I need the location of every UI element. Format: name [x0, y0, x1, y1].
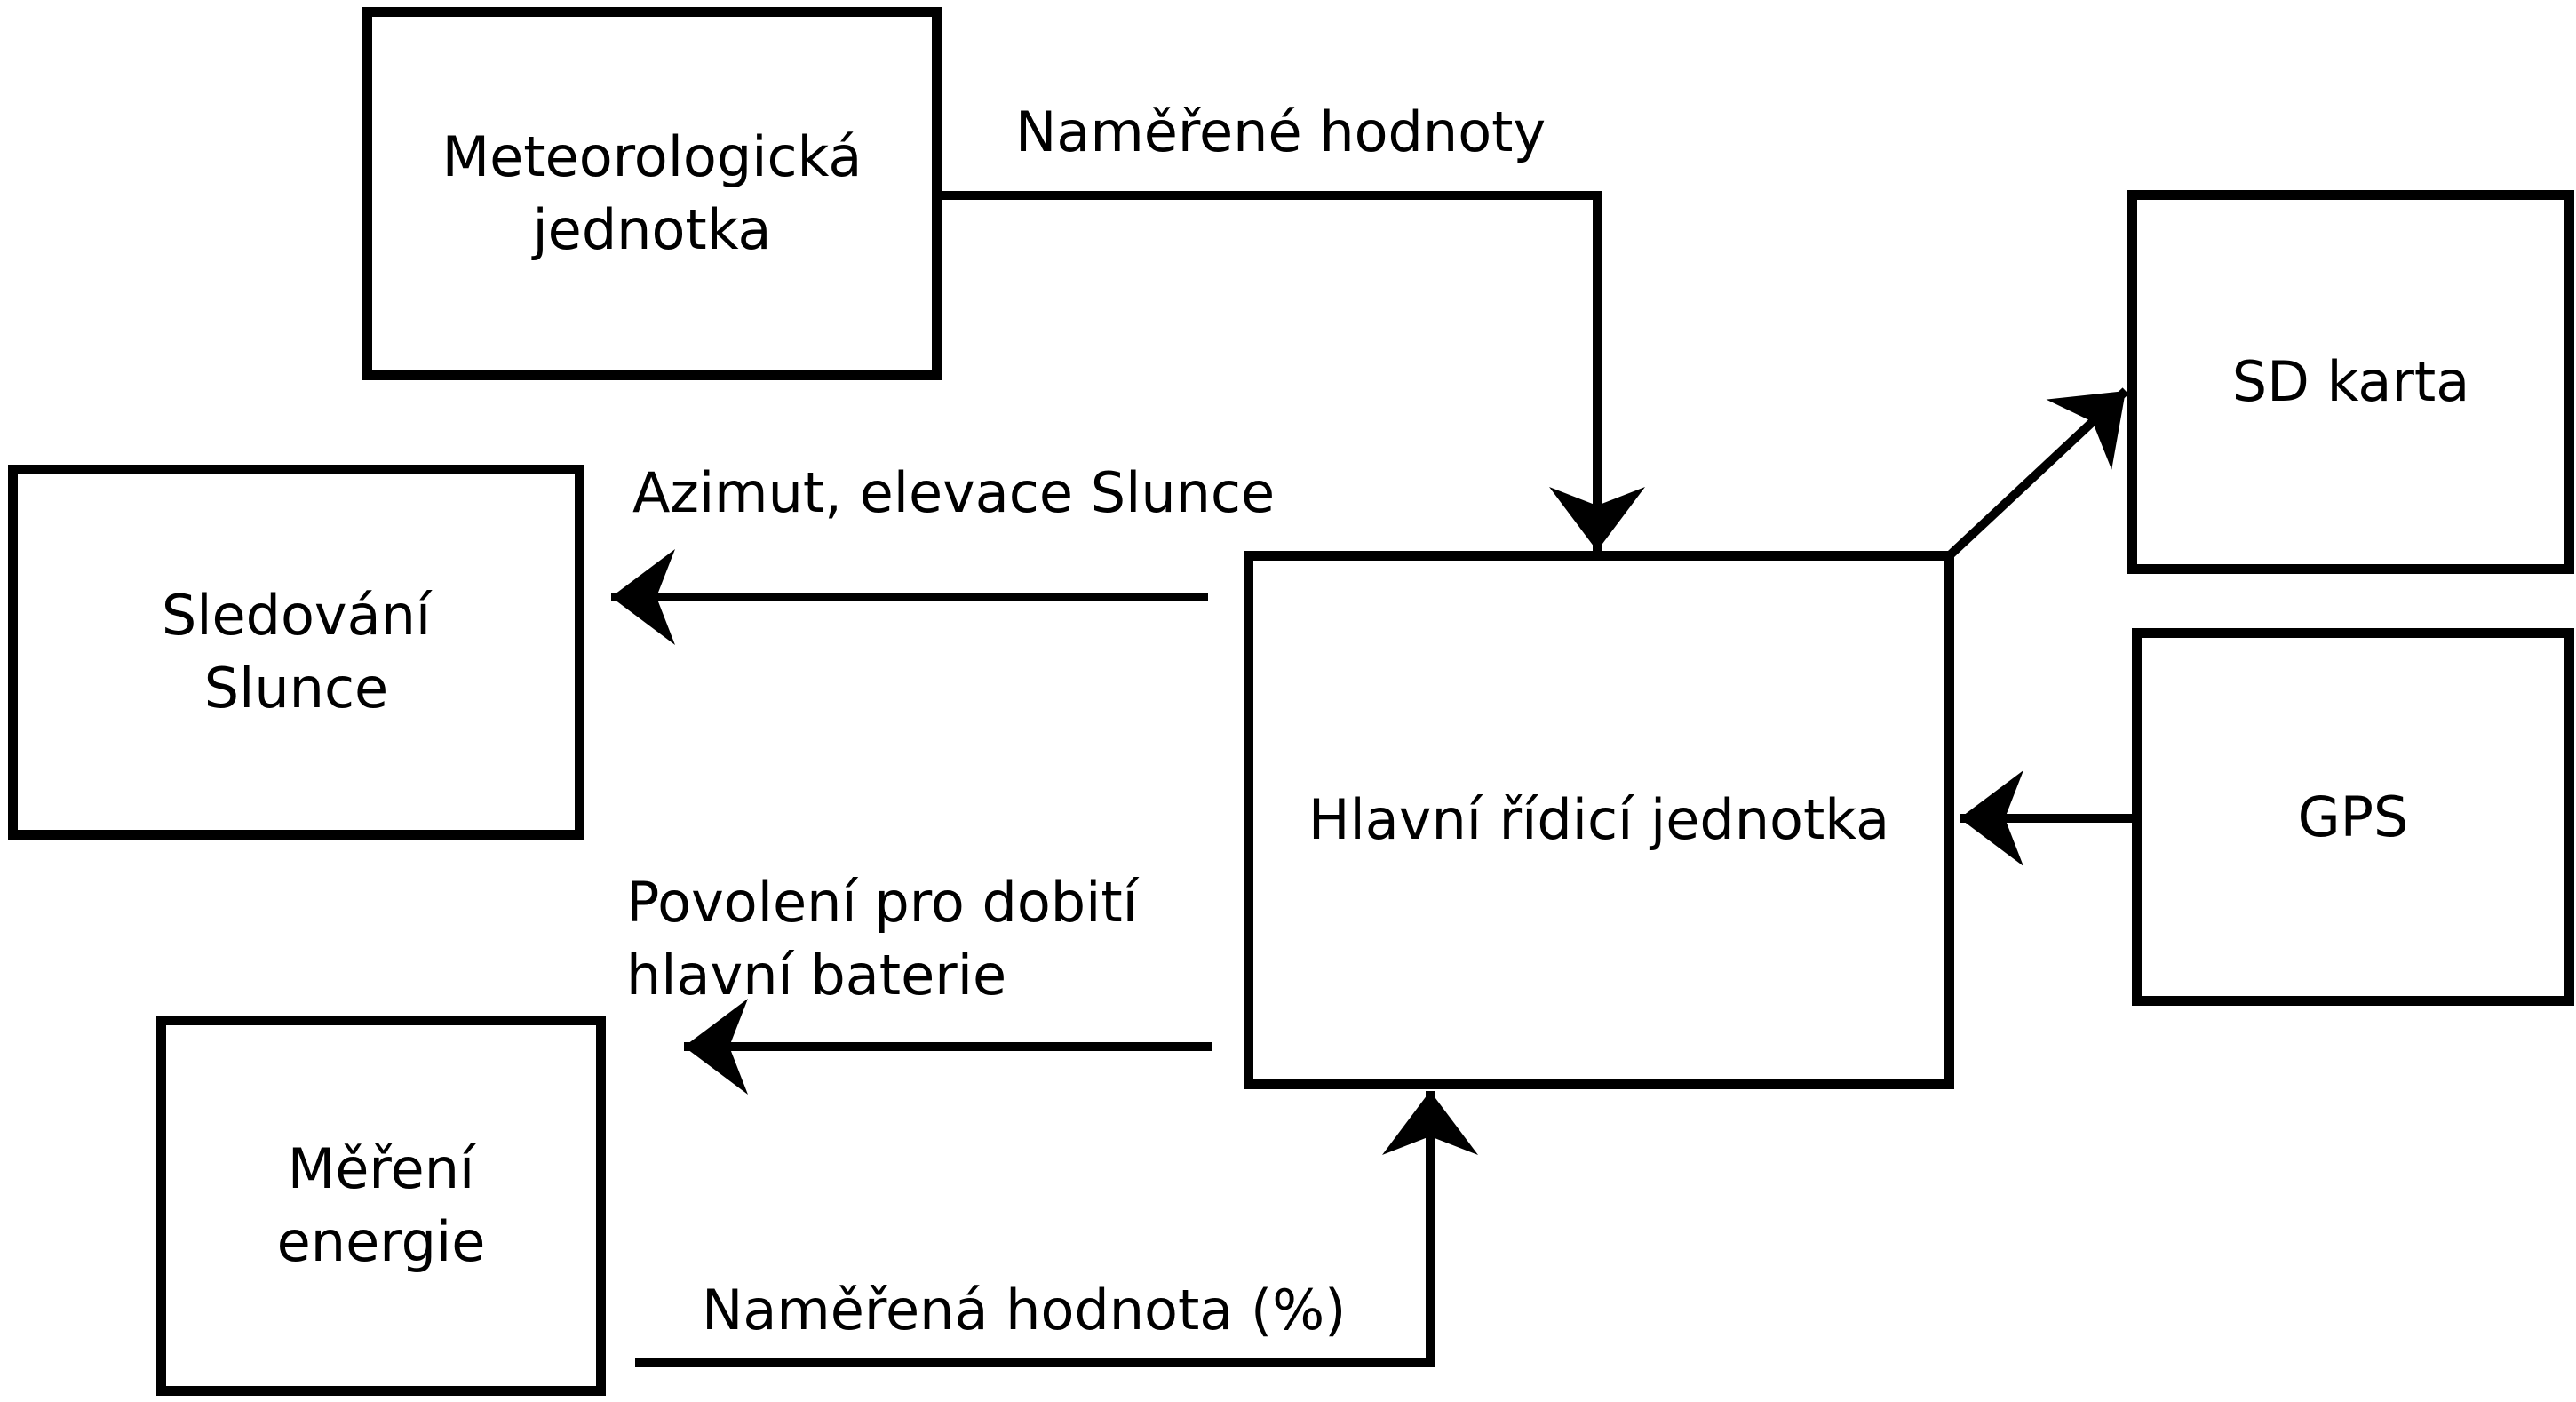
node-energy-measurement: Měření energie: [156, 1016, 606, 1396]
arrow-measured-values: [942, 191, 1645, 551]
arrow-main-to-sd-card: [1947, 387, 2129, 558]
node-label-line: Meteorologická: [441, 124, 863, 189]
arrow-measured-percent: [635, 1091, 1478, 1367]
node-main-control-unit: Hlavní řídicí jednotka: [1244, 551, 1954, 1089]
node-label: Hlavní řídicí jednotka: [1308, 787, 1890, 852]
edge-label-charge-permission: Povolení pro dobití hlavní baterie: [626, 866, 1138, 1012]
node-label-line: jednotka: [532, 197, 772, 262]
node-label-line: Měření: [287, 1136, 475, 1201]
edge-label-measured-percent: Naměřená hodnota (%): [702, 1278, 1347, 1342]
edge-label-measured-values: Naměřené hodnoty: [1015, 100, 1546, 164]
edge-label-line: hlavní baterie: [626, 943, 1007, 1008]
node-label-line: Sledování: [161, 583, 432, 648]
node-gps: GPS: [2132, 628, 2574, 1006]
node-label: SD karta: [2231, 349, 2470, 414]
node-label-line: Slunce: [203, 656, 389, 721]
node-meteorological-unit: Meteorologická jednotka: [362, 7, 942, 380]
node-label-line: energie: [276, 1209, 486, 1274]
node-label: GPS: [2297, 784, 2409, 849]
node-sun-tracking: Sledování Slunce: [8, 465, 584, 840]
node-sd-card: SD karta: [2127, 190, 2574, 574]
edge-label-line: Povolení pro dobití: [626, 870, 1138, 935]
edge-label-azimuth-elevation: Azimut, elevace Slunce: [632, 460, 1276, 525]
